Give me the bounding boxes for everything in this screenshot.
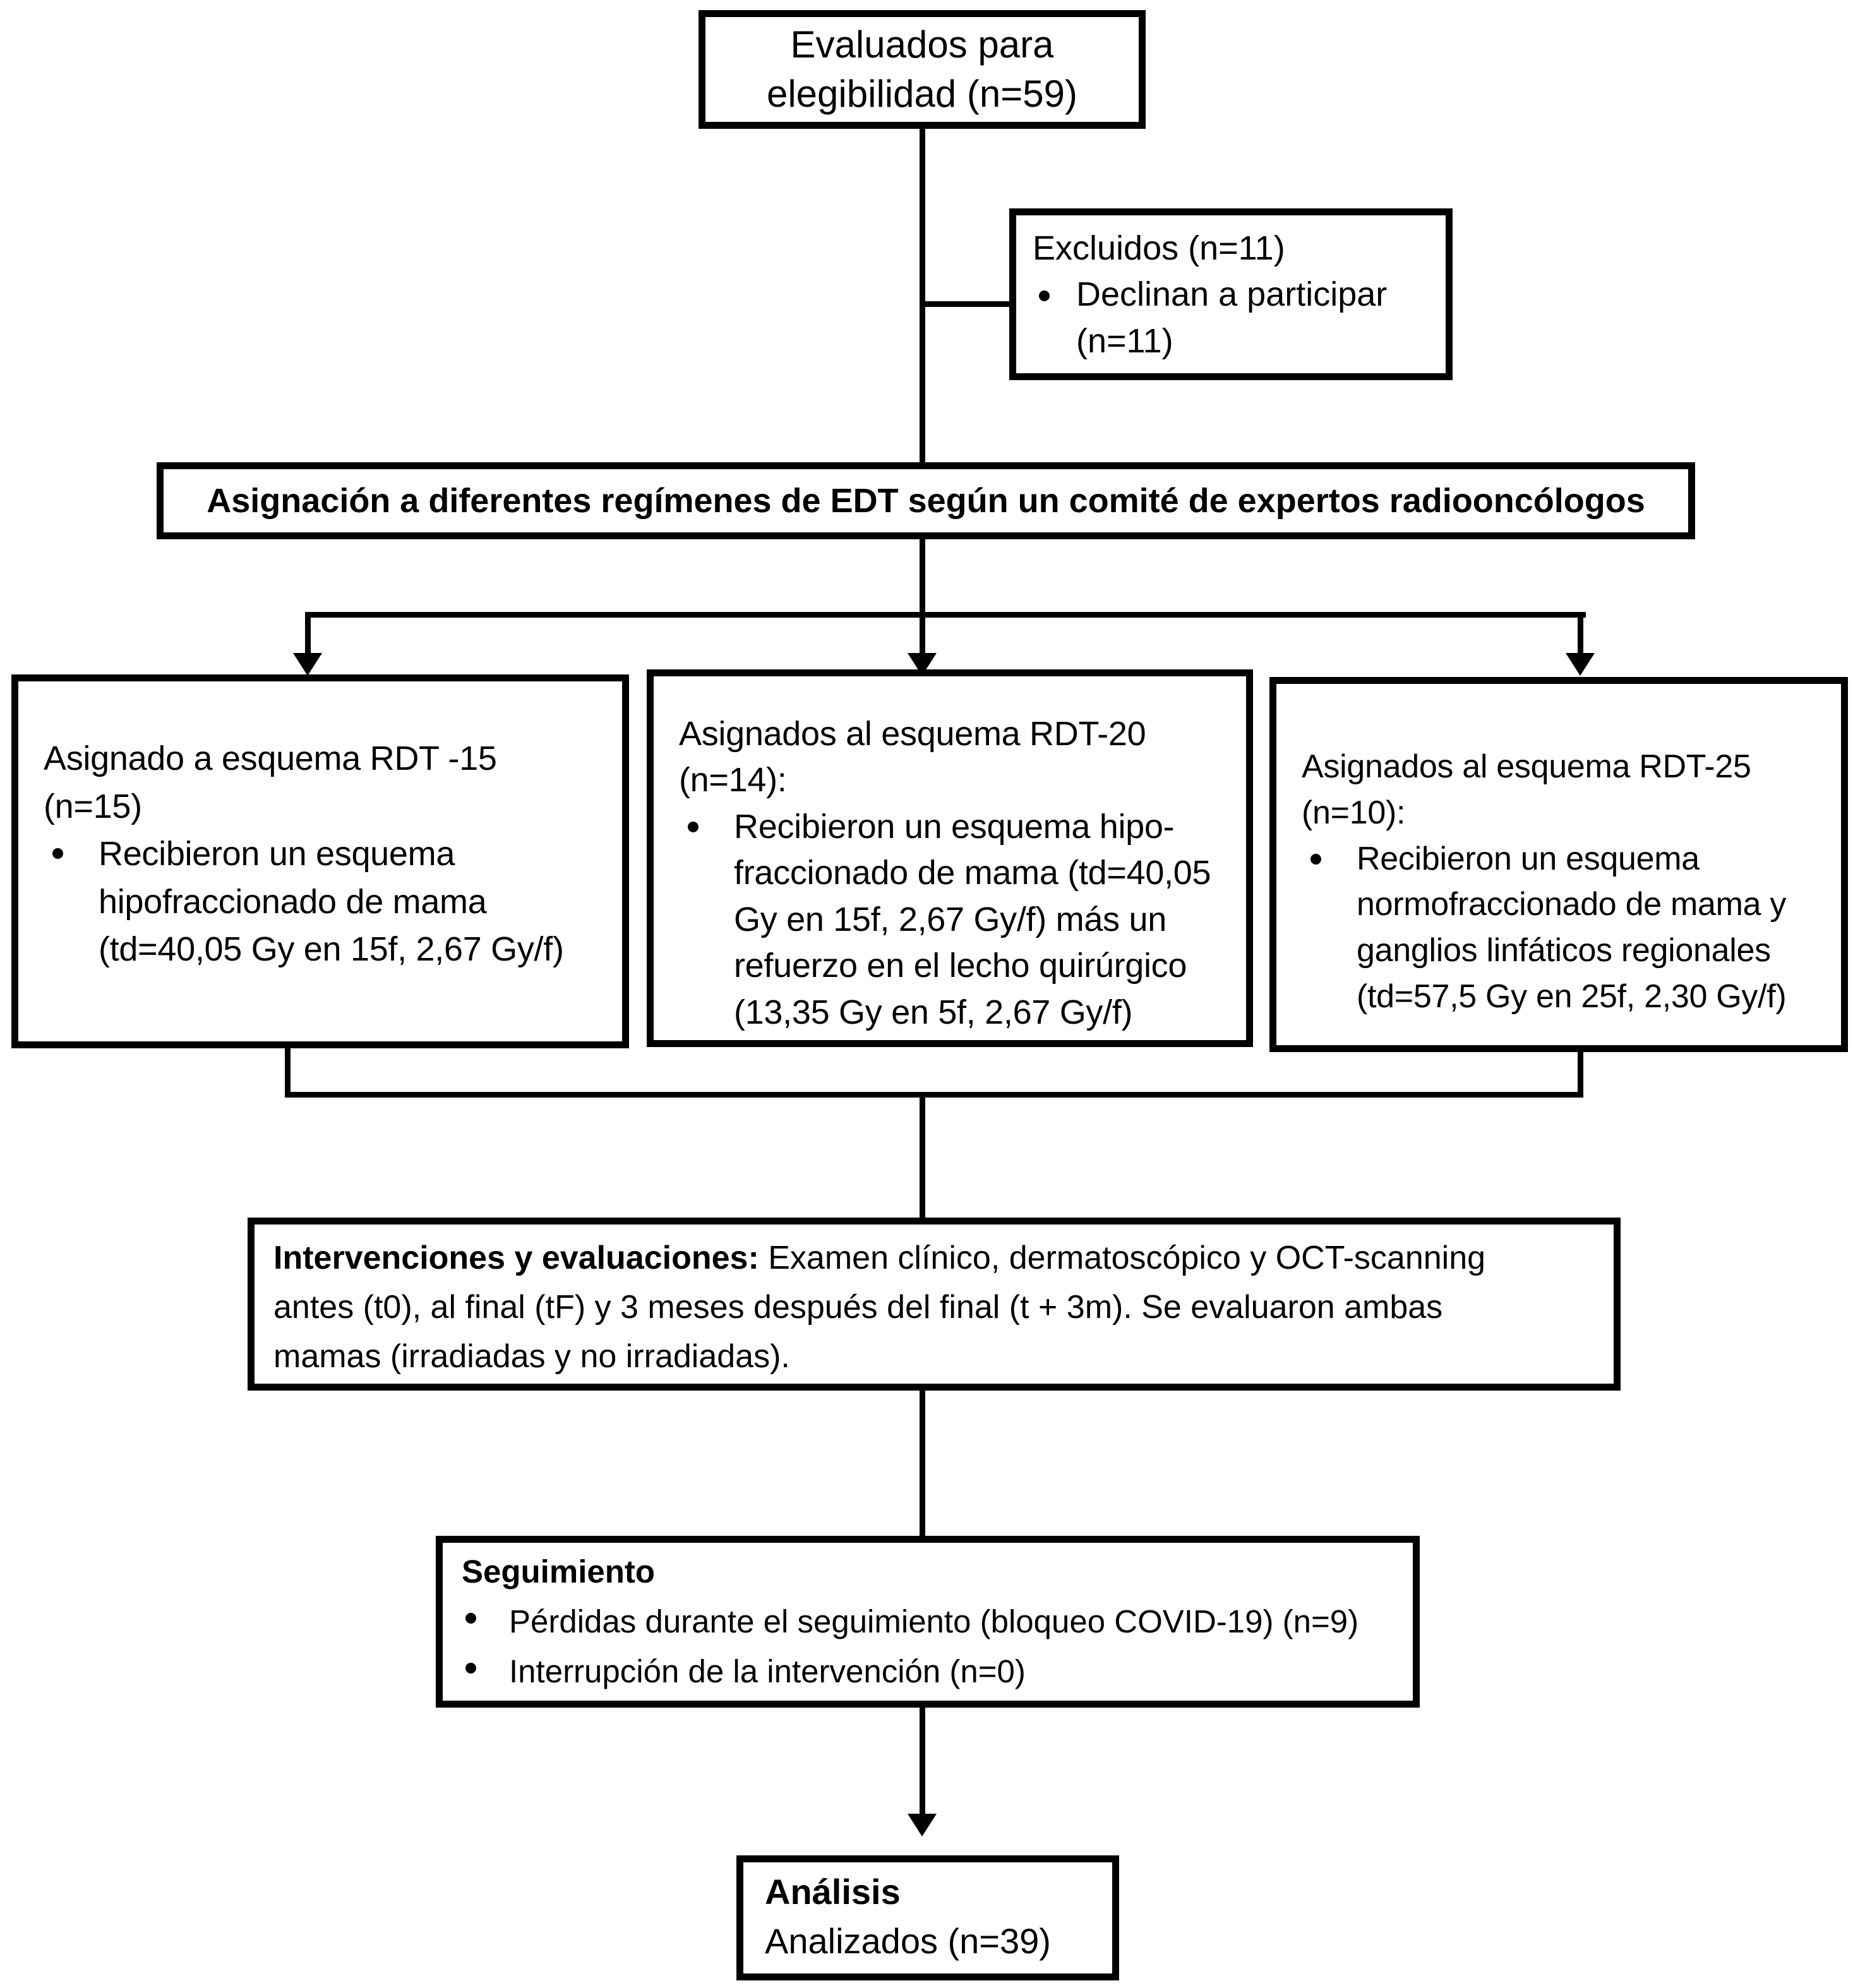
assignment-text: Asignación a diferentes regímenes de EDT… xyxy=(207,482,1645,520)
list-item: Recibieron un esquema hipo- fraccionado … xyxy=(679,804,1236,1036)
analysis-text: Analizados (n=39) xyxy=(765,1921,1051,1961)
arm-rdt20-bullet-text: Recibieron un esquema hipo- fraccionado … xyxy=(734,807,1211,1031)
connector-drop-arm-right xyxy=(1578,615,1583,654)
connector-join-horizontal-bottom xyxy=(285,1092,1583,1098)
connector-drop-arm-left xyxy=(305,615,311,654)
node-arm-rdt25: Asignados al esquema RDT-25 (n=10): Reci… xyxy=(1269,677,1848,1052)
arm-rdt15-title: Asignado a esquema RDT -15 (n=15) xyxy=(44,740,497,825)
list-item: Recibieron un esquema normofraccionado d… xyxy=(1302,836,1831,1020)
followup-bullet-1: Pérdidas durante el seguimiento (bloqueo… xyxy=(509,1603,1359,1640)
connector-armright-to-join xyxy=(1578,1052,1583,1098)
excluded-bullet-text: Declinan a participar (n=11) xyxy=(1076,275,1388,360)
arm-rdt15-bullet-text: Recibieron un esquema hipofraccionado de… xyxy=(99,835,564,969)
connector-armleft-to-join xyxy=(285,1048,291,1098)
excluded-title: Excluidos (n=11) xyxy=(1033,229,1285,267)
list-item: Interrupción de la intervención (n=0) xyxy=(462,1646,1403,1696)
arm-rdt20-title: Asignados al esquema RDT-20 (n=14): xyxy=(679,715,1146,799)
arrow-down-icon xyxy=(908,1814,937,1836)
connector-branch-to-excluded xyxy=(920,301,1015,307)
connector-branch-horizontal-top xyxy=(305,612,1586,618)
followup-title: Seguimiento xyxy=(462,1554,656,1590)
connector-eligibility-to-assignment xyxy=(920,129,925,462)
interventions-lead: Intervenciones y evaluaciones: xyxy=(273,1240,759,1276)
node-eligibility: Evaluados para elegibilidad (n=59) xyxy=(699,10,1146,129)
arrow-down-icon xyxy=(1566,653,1595,676)
connector-interventions-to-followup xyxy=(920,1391,925,1536)
interventions-text: Intervenciones y evaluaciones: Examen cl… xyxy=(273,1240,1486,1375)
bullet-dot-icon xyxy=(688,821,699,832)
node-followup: Seguimiento Pérdidas durante el seguimie… xyxy=(436,1536,1420,1708)
node-arm-rdt20: Asignados al esquema RDT-20 (n=14): Reci… xyxy=(647,669,1253,1047)
arm-rdt25-bullet-text: Recibieron un esquema normofraccionado d… xyxy=(1357,840,1787,1015)
bullet-dot-icon xyxy=(52,848,63,859)
followup-bullet-2: Interrupción de la intervención (n=0) xyxy=(509,1653,1026,1690)
list-item: Pérdidas durante el seguimiento (bloqueo… xyxy=(462,1596,1403,1646)
analysis-title: Análisis xyxy=(765,1872,901,1912)
node-excluded: Excluidos (n=11) Declinan a participar (… xyxy=(1009,208,1453,380)
arm-rdt25-title: Asignados al esquema RDT-25 (n=10): xyxy=(1302,748,1751,831)
connector-assignment-to-branch xyxy=(920,539,925,615)
node-interventions: Intervenciones y evaluaciones: Examen cl… xyxy=(248,1218,1621,1391)
list-item: Recibieron un esquema hipofraccionado de… xyxy=(44,830,609,974)
list-item: Declinan a participar (n=11) xyxy=(1033,272,1434,364)
connector-drop-arm-middle xyxy=(920,615,925,654)
bullet-dot-icon xyxy=(1039,290,1050,302)
bullet-dot-icon xyxy=(465,1663,476,1674)
eligibility-text: Evaluados para elegibilidad (n=59) xyxy=(766,23,1077,115)
node-assignment: Asignación a diferentes regímenes de EDT… xyxy=(157,462,1695,539)
connector-join-to-interventions xyxy=(920,1098,925,1218)
bullet-dot-icon xyxy=(1310,853,1321,865)
bullet-dot-icon xyxy=(465,1613,476,1624)
connector-followup-to-analysis xyxy=(920,1708,925,1815)
arrow-down-icon xyxy=(293,653,322,676)
node-analysis: Análisis Analizados (n=39) xyxy=(736,1855,1119,1980)
node-arm-rdt15: Asignado a esquema RDT -15 (n=15) Recibi… xyxy=(11,674,629,1048)
